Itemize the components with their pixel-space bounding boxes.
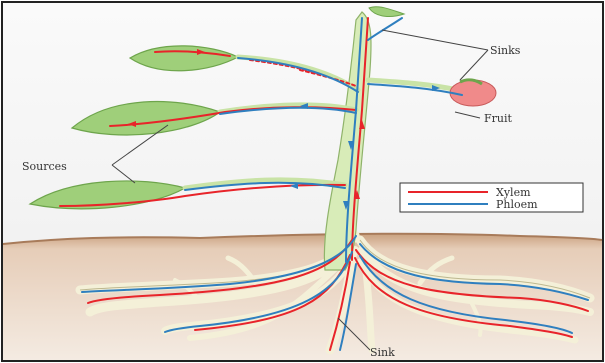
legend-phloem-label: Phloem	[496, 198, 538, 211]
label-fruit: Fruit	[484, 112, 512, 125]
label-sink: Sink	[370, 346, 395, 359]
label-sources: Sources	[22, 160, 67, 173]
legend: Xylem Phloem	[400, 183, 583, 212]
label-sinks: Sinks	[490, 44, 521, 57]
legend-box	[400, 183, 583, 212]
